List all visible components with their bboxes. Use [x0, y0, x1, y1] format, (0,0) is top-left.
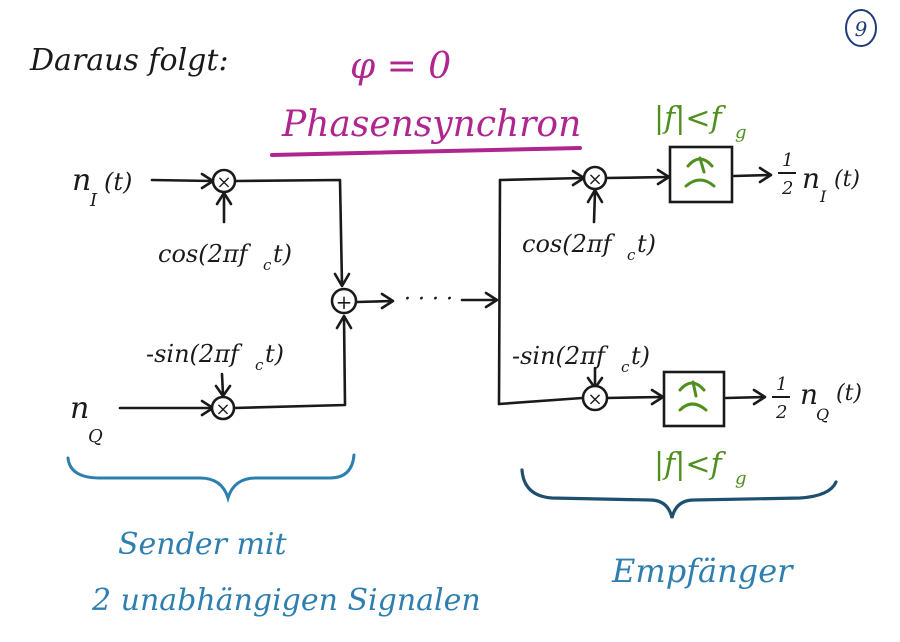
- sender-input-q-label: n Q: [70, 391, 103, 447]
- receiver-mixer-i: ×: [582, 165, 608, 191]
- intro-text: Daraus folgt:: [29, 43, 229, 78]
- svg-text:c: c: [255, 356, 264, 374]
- svg-text:(t): (t): [836, 381, 862, 406]
- svg-text:cos(2πf: cos(2πf: [158, 240, 252, 268]
- sender-adder: +: [330, 287, 358, 315]
- svg-text:2: 2: [775, 402, 787, 423]
- svg-text:×: ×: [215, 399, 230, 420]
- page-number: 9: [845, 9, 877, 47]
- svg-text:t): t): [631, 342, 650, 370]
- sender-carrier-i-label: cos(2πf c t): [158, 240, 292, 274]
- receiver-filter-q: [662, 370, 726, 428]
- channel-arrow: [460, 291, 499, 309]
- svg-text:Q: Q: [88, 426, 103, 447]
- svg-text:n: n: [800, 378, 818, 411]
- svg-text:c: c: [627, 246, 636, 264]
- svg-text:-sin(2πf: -sin(2πf: [512, 342, 609, 370]
- svg-text:g: g: [735, 468, 747, 489]
- sender-wires: [118, 172, 395, 417]
- svg-text:1: 1: [782, 150, 793, 171]
- receiver-output-q-label: 1 2 n Q (t): [772, 374, 862, 424]
- svg-text:I: I: [89, 190, 98, 211]
- receiver-filter-i: [668, 145, 734, 204]
- receiver-wires: [497, 166, 773, 406]
- svg-text:cos(2πf: cos(2πf: [522, 230, 616, 258]
- receiver-filter-cond-top: |f|<f g: [654, 101, 747, 143]
- svg-text:c: c: [263, 256, 272, 274]
- phase-underline: [270, 146, 582, 157]
- svg-text:×: ×: [216, 172, 231, 193]
- svg-text:t): t): [273, 240, 292, 268]
- svg-text:I: I: [819, 187, 827, 206]
- svg-text:g: g: [735, 122, 747, 143]
- svg-text:n: n: [70, 391, 89, 426]
- sender-brace: [66, 453, 356, 504]
- receiver-filter-cond-bottom: |f|<f g: [654, 447, 747, 489]
- phase-label: Phasensynchron: [281, 104, 581, 145]
- svg-text:-sin(2πf: -sin(2πf: [146, 340, 243, 368]
- svg-text:|f|<f: |f|<f: [654, 447, 726, 482]
- receiver-brace: [520, 468, 838, 519]
- svg-text:+: +: [336, 290, 353, 314]
- svg-text:9: 9: [855, 17, 868, 41]
- sender-mixer-q: ×: [210, 395, 236, 421]
- svg-text:×: ×: [587, 169, 602, 190]
- phase-equation: φ = 0: [350, 46, 451, 87]
- svg-text:c: c: [621, 358, 630, 376]
- sender-brace-label-line2: 2 unabhängigen Signalen: [91, 583, 481, 618]
- receiver-carrier-i-label: cos(2πf c t): [522, 230, 656, 264]
- sender-mixer-i: ×: [211, 168, 237, 194]
- svg-text:1: 1: [776, 374, 787, 395]
- sender-brace-label-line1: Sender mit: [118, 527, 288, 562]
- svg-text:(t): (t): [104, 168, 132, 196]
- svg-text:n: n: [802, 162, 820, 195]
- svg-text:×: ×: [587, 389, 602, 410]
- receiver-mixer-q: ×: [581, 384, 609, 412]
- receiver-carrier-q-label: -sin(2πf c t): [512, 342, 650, 376]
- svg-text:(t): (t): [834, 167, 860, 192]
- svg-text:n: n: [72, 163, 91, 198]
- svg-text:Q: Q: [816, 405, 829, 424]
- svg-text:2: 2: [781, 178, 793, 199]
- sender-input-i-label: n I (t): [72, 163, 132, 211]
- receiver-brace-label: Empfänger: [611, 552, 794, 590]
- svg-text:|f|<f: |f|<f: [654, 101, 726, 136]
- svg-text:t): t): [265, 340, 284, 368]
- channel-dots: · · · ·: [404, 287, 453, 312]
- svg-text:t): t): [637, 230, 656, 258]
- receiver-output-i-label: 1 2 n I (t): [778, 150, 860, 206]
- sender-carrier-q-label: -sin(2πf c t): [146, 340, 284, 374]
